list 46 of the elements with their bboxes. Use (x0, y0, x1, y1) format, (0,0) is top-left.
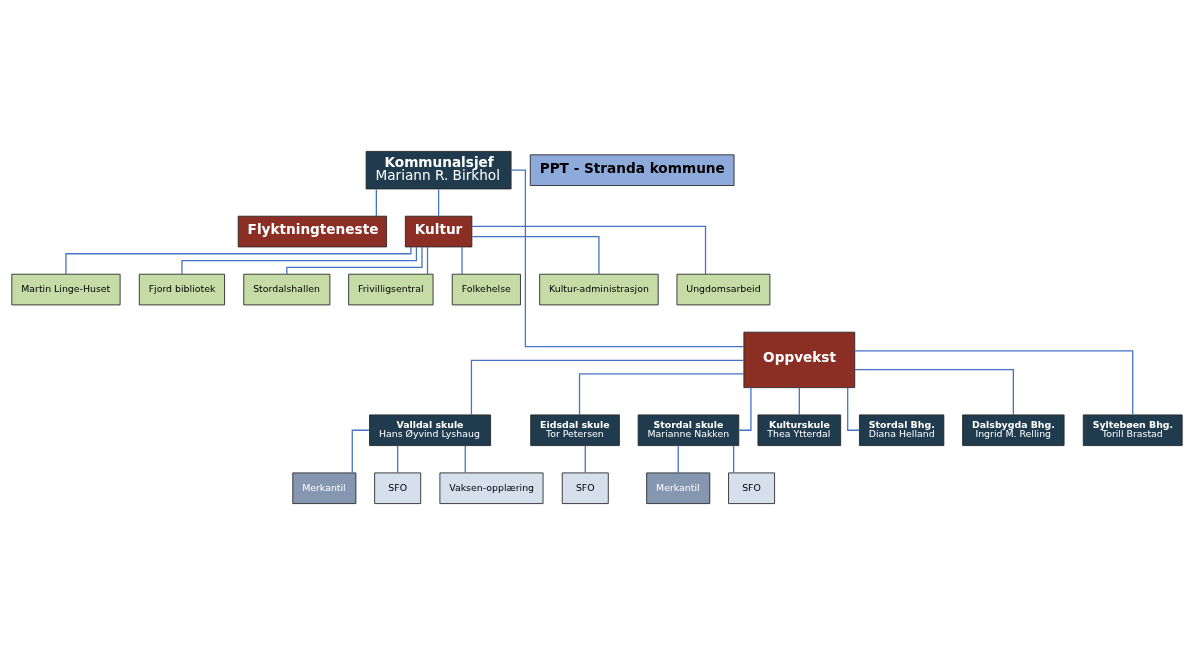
connector (397, 445, 399, 474)
node-box: Stordal skule Marianne Nakken (637, 414, 740, 447)
connector (426, 246, 429, 275)
node-box: Vaksen-opplæring (439, 472, 544, 504)
node-box: Kommunalsjef Mariann R. Birkhol (365, 151, 512, 190)
node-box: Valldal skule Hans Øyvind Lyshaug (369, 414, 492, 447)
connector (798, 387, 800, 416)
connector (584, 445, 586, 474)
node-box: PPT - Stranda kommune (529, 154, 735, 186)
connector (578, 373, 745, 416)
node-box: Dalsbygda Bhg. Ingrid M. Relling (962, 414, 1065, 447)
node-box: Merkantil (292, 472, 357, 504)
connector (854, 369, 1014, 416)
node-box: Merkantil (646, 472, 711, 504)
connector (181, 246, 418, 275)
connector (286, 246, 423, 275)
node-box: SFO (728, 472, 775, 504)
connector (470, 359, 745, 416)
node-box: Stordalshallen (243, 273, 331, 306)
connector (471, 225, 707, 275)
node-box: Oppvekst (743, 331, 856, 389)
connector (65, 246, 412, 275)
node-box: Kultur-administrasjon (539, 273, 659, 306)
node-box: Eidsdal skule Tor Petersen (530, 414, 620, 447)
node-box: Ungdomsarbeid (676, 273, 771, 306)
node-box: Kultur (404, 215, 473, 248)
node-box: Flyktningteneste (237, 215, 387, 248)
node-box: Kulturskule Thea Ytterdal (757, 414, 842, 447)
connector (738, 387, 752, 431)
node-box: SFO (374, 472, 422, 504)
node-box: Folkehelse (451, 273, 521, 306)
connector (677, 445, 679, 474)
node-box: Syltebøen Bhg. Torill Brastad (1082, 414, 1183, 447)
connector (461, 246, 463, 275)
node-box: Martin Linge-Huset (11, 273, 121, 306)
node-box: SFO (561, 472, 609, 504)
connector (733, 445, 735, 474)
connector (375, 188, 377, 217)
node-box: Frivilligsentral (348, 273, 434, 306)
node-box: Stordal Bhg. Diana Helland (859, 414, 945, 447)
connector (854, 350, 1134, 416)
connector (437, 188, 440, 217)
connector (464, 445, 466, 474)
connector (847, 387, 861, 431)
connector (471, 236, 600, 275)
node-box: Fjord bibliotek (138, 273, 225, 306)
